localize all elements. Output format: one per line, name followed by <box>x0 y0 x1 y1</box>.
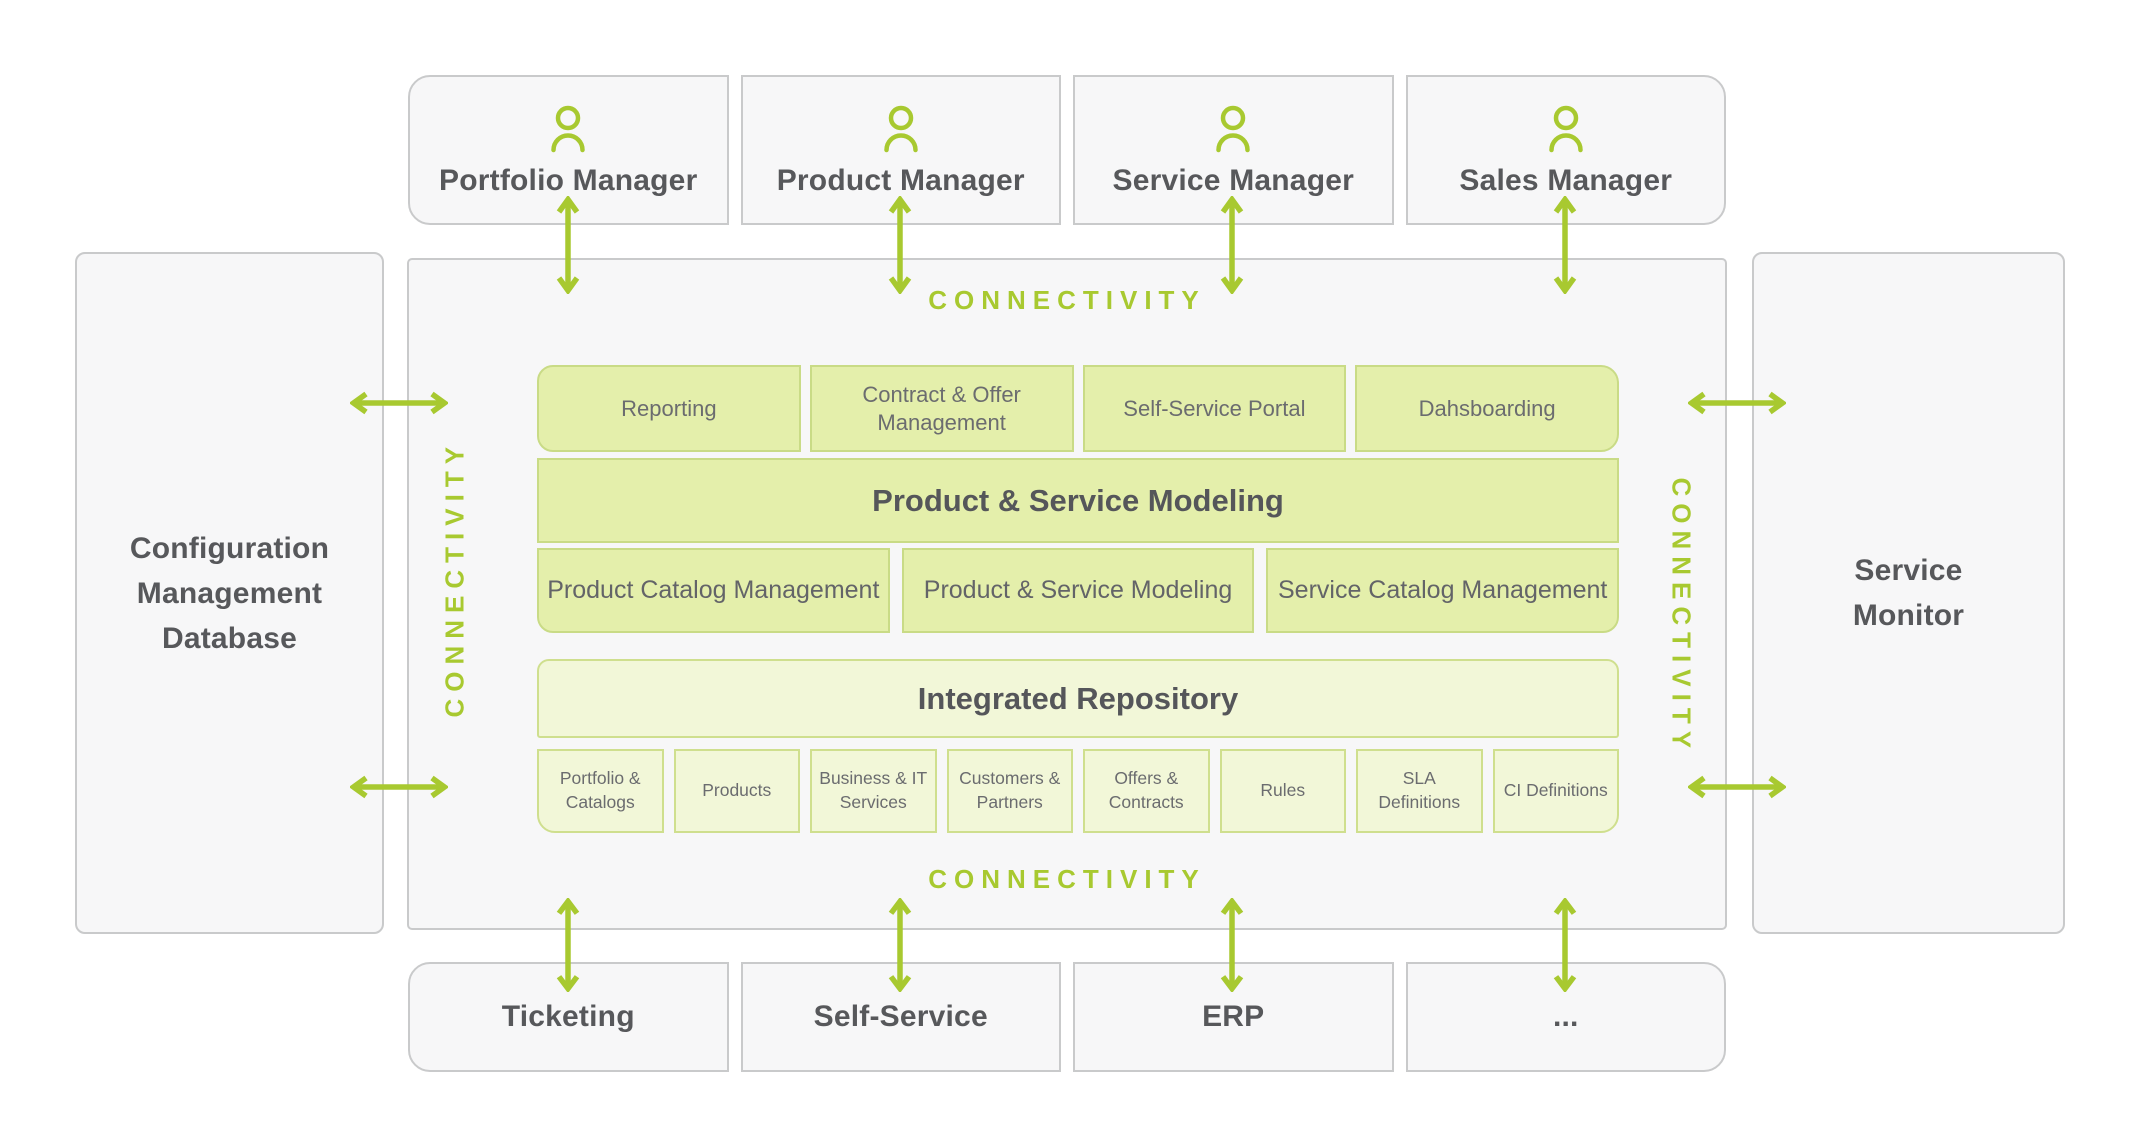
configuration-management-database-panel: Configuration Management Database <box>75 252 384 934</box>
repo-box-ci-definitions: CI Definitions <box>1492 749 1619 833</box>
connectivity-container: CONNECTIVITY CONNECTIVITY CONNECTIVITY C… <box>407 258 1727 930</box>
connectivity-label-left: CONNECTIVITY <box>439 439 470 718</box>
double-arrow-service-monitor-bottom-icon <box>1688 775 1786 799</box>
actor-label: Service Manager <box>1112 163 1354 197</box>
integration-label: ... <box>1552 1000 1579 1033</box>
integration-label: Self-Service <box>813 1000 988 1033</box>
repo-box-business-it-services: Business & IT Services <box>810 749 937 833</box>
connectivity-label-bottom: CONNECTIVITY <box>928 864 1206 894</box>
actor-label: Portfolio Manager <box>439 163 698 197</box>
double-arrow-erp-icon <box>1220 898 1244 992</box>
repo-box-portfolio-catalogs: Portfolio & Catalogs <box>537 749 664 833</box>
person-icon <box>1541 103 1591 155</box>
double-arrow-sales-manager-icon <box>1553 196 1577 294</box>
double-arrow-self-service-icon <box>888 898 912 992</box>
integrated-repository-bar: Integrated Repository <box>537 659 1619 738</box>
double-arrow-portfolio-manager-icon <box>556 196 580 294</box>
double-arrow-service-manager-icon <box>1220 196 1244 294</box>
double-arrow-ticketing-icon <box>556 898 580 992</box>
applications-row: Reporting Contract & Offer Management Se… <box>537 365 1619 452</box>
repository-items-row: Portfolio & Catalogs Products Business &… <box>537 749 1619 833</box>
repo-box-products: Products <box>673 749 800 833</box>
app-box-dashboarding: Dahsboarding <box>1355 365 1619 452</box>
app-box-self-service-portal: Self-Service Portal <box>1082 365 1347 452</box>
connectivity-label-right: CONNECTIVITY <box>1666 477 1697 756</box>
product-service-modeling-bar: Product & Service Modeling <box>537 458 1619 543</box>
double-arrow-cmdb-top-icon <box>350 391 448 415</box>
module-box-product-service-modeling: Product & Service Modeling <box>901 548 1255 633</box>
repo-box-sla-definitions: SLA Definitions <box>1356 749 1483 833</box>
integration-label: ERP <box>1202 1000 1265 1033</box>
app-box-contract-offer-management: Contract & Offer Management <box>809 365 1074 452</box>
integration-label: Ticketing <box>501 1000 635 1033</box>
service-monitor-panel: Service Monitor <box>1752 252 2065 934</box>
modeling-modules-row: Product Catalog Management Product & Ser… <box>537 548 1620 633</box>
double-arrow-service-monitor-top-icon <box>1688 391 1786 415</box>
actor-label: Product Manager <box>776 163 1025 197</box>
app-box-reporting: Reporting <box>537 365 801 452</box>
module-box-service-catalog-management: Service Catalog Management <box>1266 548 1620 633</box>
person-icon <box>543 103 593 155</box>
repo-box-offers-contracts: Offers & Contracts <box>1083 749 1210 833</box>
repo-box-customers-partners: Customers & Partners <box>946 749 1073 833</box>
double-arrow-product-manager-icon <box>888 196 912 294</box>
connectivity-label-top: CONNECTIVITY <box>928 285 1206 315</box>
service-monitor-label: Service Monitor <box>1852 554 1965 632</box>
person-icon <box>1208 103 1258 155</box>
double-arrow-other-icon <box>1553 898 1577 992</box>
repo-box-rules: Rules <box>1219 749 1346 833</box>
actor-label: Sales Manager <box>1459 163 1673 197</box>
module-box-product-catalog-management: Product Catalog Management <box>537 548 890 633</box>
actor-row: Portfolio Manager Product Manager Servic… <box>408 75 1726 225</box>
person-icon <box>876 103 926 155</box>
cmdb-label: Configuration Management Database <box>129 531 330 655</box>
integration-row: Ticketing Self-Service ERP ... <box>408 962 1726 1072</box>
double-arrow-cmdb-bottom-icon <box>350 775 448 799</box>
